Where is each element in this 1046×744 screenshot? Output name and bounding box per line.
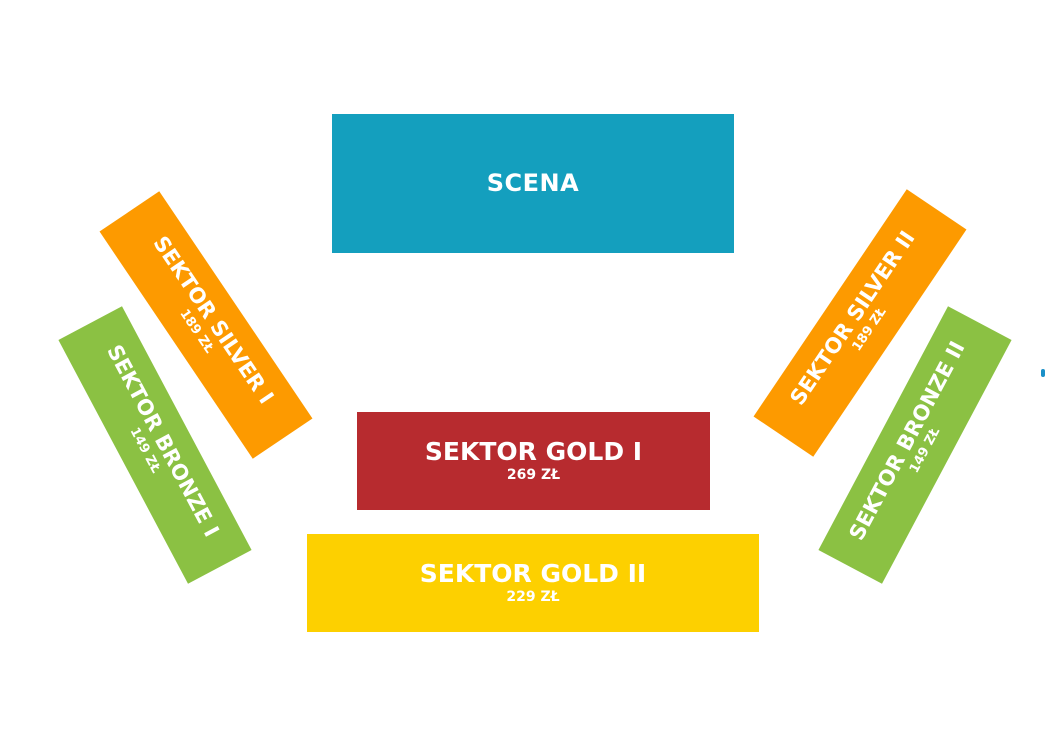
- stage-block: SCENA: [332, 114, 734, 253]
- sector-price: 229 ZŁ: [506, 588, 560, 605]
- sector-name: SEKTOR GOLD II: [419, 558, 647, 588]
- sector-gold-2[interactable]: SEKTOR GOLD II 229 ZŁ: [307, 534, 759, 632]
- stage-label: SCENA: [486, 168, 580, 197]
- sector-price: 269 ZŁ: [506, 466, 561, 483]
- sector-name: SEKTOR SILVER II: [785, 226, 920, 410]
- sector-name: SEKTOR GOLD I: [424, 436, 643, 466]
- edge-mark: [1041, 369, 1045, 377]
- sector-gold-1[interactable]: SEKTOR GOLD I 269 ZŁ: [357, 412, 710, 510]
- sector-name: SEKTOR SILVER I: [148, 231, 279, 409]
